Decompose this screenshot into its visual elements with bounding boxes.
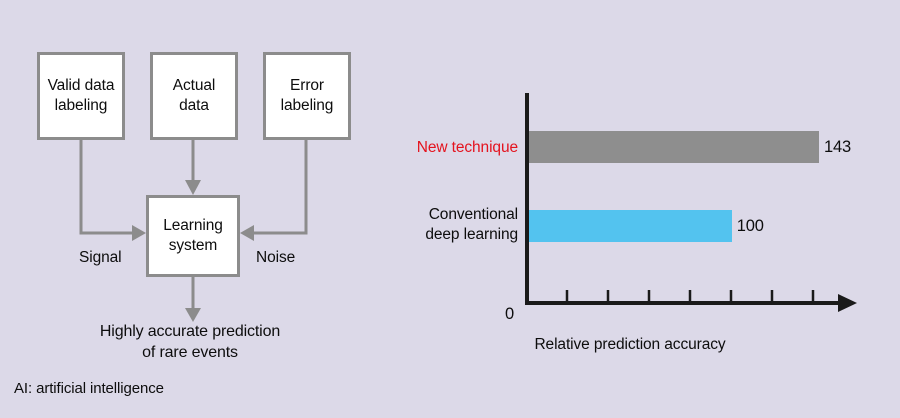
node-learning-system[interactable]: Learning system: [146, 195, 240, 277]
node-actual-data-line2: data: [179, 97, 209, 114]
outcome-line2: of rare events: [142, 343, 238, 361]
x-axis-ticks: [565, 290, 815, 302]
category-label-new-technique: New technique: [417, 138, 518, 158]
arrowhead-actual-data: [185, 180, 201, 195]
connector-noise: [254, 140, 308, 235]
connector-signal: [79, 140, 132, 235]
bar-chart: New technique Conventional deep learning…: [380, 0, 900, 418]
bar-conventional-deep-learning[interactable]: [529, 210, 732, 242]
node-valid-data-labeling[interactable]: Valid data labeling: [37, 52, 125, 140]
figure-footnote: AI: artificial intelligence: [14, 380, 164, 397]
x-axis-title: Relative prediction accuracy: [534, 336, 726, 353]
node-learning-system-line2: system: [168, 237, 218, 254]
x-axis-origin-label: 0: [505, 305, 515, 323]
category-label-conventional-deep-learning: Conventional deep learning: [425, 205, 518, 245]
node-valid-data-labeling-line1: Valid data: [47, 77, 115, 95]
edge-label-noise: Noise: [256, 249, 296, 266]
node-error-labeling-line2: labeling: [280, 97, 334, 114]
arrowhead-noise: [240, 225, 254, 241]
arrowhead-signal: [132, 225, 146, 241]
bar-new-technique[interactable]: [529, 131, 819, 163]
arrowhead-outcome: [185, 308, 201, 322]
diagram-outcome-text: Highly accurate prediction of rare event…: [40, 322, 340, 364]
diagram-connectors: [79, 140, 308, 322]
chart-axes: [525, 93, 857, 312]
node-error-labeling[interactable]: Error labeling: [263, 52, 351, 140]
node-learning-system-line1: Learning: [163, 217, 223, 235]
bar-value-conventional-deep-learning: 100: [736, 217, 764, 235]
node-actual-data-line1: Actual: [172, 77, 216, 95]
bar-value-new-technique: 143: [824, 138, 851, 156]
node-error-labeling-line1: Error: [290, 77, 324, 95]
outcome-line1: Highly accurate prediction: [99, 323, 281, 340]
edge-label-signal: Signal: [79, 249, 122, 266]
flow-diagram: Valid data labeling Actual data Error la…: [0, 0, 380, 418]
category-label-conventional-line2: deep learning: [425, 226, 518, 244]
category-label-new-technique-line1: New technique: [416, 139, 518, 156]
node-actual-data[interactable]: Actual data: [150, 52, 238, 140]
x-axis-arrowhead: [838, 294, 857, 312]
node-valid-data-labeling-line2: labeling: [54, 97, 108, 114]
category-label-conventional-line1: Conventional: [428, 206, 518, 223]
